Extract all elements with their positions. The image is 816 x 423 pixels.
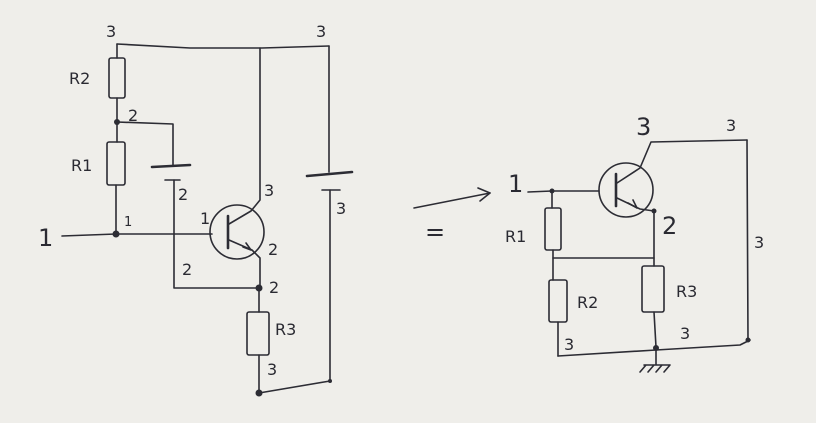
right-emitter-lead (616, 197, 655, 267)
left-node-label: 2 (269, 278, 279, 297)
equals-sign: = (425, 218, 445, 246)
left-labels: 3 3 2 2 1 1 1 2 2 2 3 3 3 R2 R1 R3 (38, 22, 346, 379)
right-ground-node (653, 345, 659, 351)
right-r3-label: R3 (676, 282, 697, 301)
transistor-emitter-lead (228, 239, 261, 289)
bias-branch-wire (116, 121, 174, 167)
right-node-label: 2 (662, 212, 677, 240)
left-node-label: 3 (336, 199, 346, 218)
right-node-label: 3 (726, 116, 736, 135)
emitter-return-wire (173, 179, 259, 289)
input-wire (61, 233, 213, 237)
left-node-label: 2 (178, 185, 188, 204)
right-labels: 3 3 1 2 3 3 3 R1 R2 R3 (505, 113, 764, 354)
top-rail-wire (116, 43, 330, 49)
input-label: 1 (38, 224, 53, 252)
left-node-label: 3 (267, 360, 277, 379)
battery-plate-long (150, 163, 192, 169)
equivalence-arrow (413, 192, 491, 209)
equivalence-arrowhead (477, 187, 491, 202)
resistor-r2 (108, 57, 126, 99)
right-resistor-r3 (641, 265, 665, 313)
r1-label: R1 (71, 156, 92, 175)
right-node-label: 3 (636, 113, 651, 141)
right-corner-node (745, 337, 751, 343)
right-resistor-r1 (544, 207, 562, 251)
supply-plate-long (305, 170, 354, 178)
base-label: 1 (200, 209, 210, 228)
transistor-collector-lead (228, 47, 261, 225)
right-emitter-node (651, 208, 657, 214)
right-resistor-r2 (548, 279, 568, 323)
right-r1-label: R1 (505, 227, 526, 246)
left-node-label: 2 (268, 240, 278, 259)
ground-icon (639, 349, 671, 373)
right-node-label: 3 (680, 324, 690, 343)
right-input-label: 1 (508, 170, 523, 198)
right-circuit (527, 139, 751, 373)
right-bottom-rail (557, 339, 751, 357)
junction-node-3-right (328, 379, 332, 383)
left-circuit (61, 43, 354, 397)
r3-label: R3 (275, 320, 296, 339)
resistor-r3 (246, 311, 270, 356)
right-emitter-arrow (627, 199, 638, 209)
r2-label: R2 (69, 69, 90, 88)
left-node-label: 3 (264, 181, 274, 200)
left-node-label: 2 (182, 260, 192, 279)
right-r3-bottom-wire (653, 311, 657, 348)
bottom-rail-wire (258, 380, 331, 394)
right-input-wire (527, 190, 600, 193)
equivalence-sign: = (413, 187, 491, 246)
right-return-rail (746, 139, 749, 341)
left-node-label: 2 (128, 106, 138, 125)
left-node-label: 1 (124, 215, 132, 230)
right-r2-label: R2 (577, 293, 598, 312)
right-node-label: 3 (564, 335, 574, 354)
right-node-label: 3 (754, 233, 764, 252)
resistor-r1 (106, 141, 126, 186)
emitter-arrow (242, 242, 252, 251)
right-collector-lead (616, 139, 748, 184)
right-transistor-body (598, 162, 654, 218)
transistor-body (209, 204, 265, 260)
left-node-label: 3 (106, 22, 116, 41)
left-node-label: 3 (316, 22, 326, 41)
